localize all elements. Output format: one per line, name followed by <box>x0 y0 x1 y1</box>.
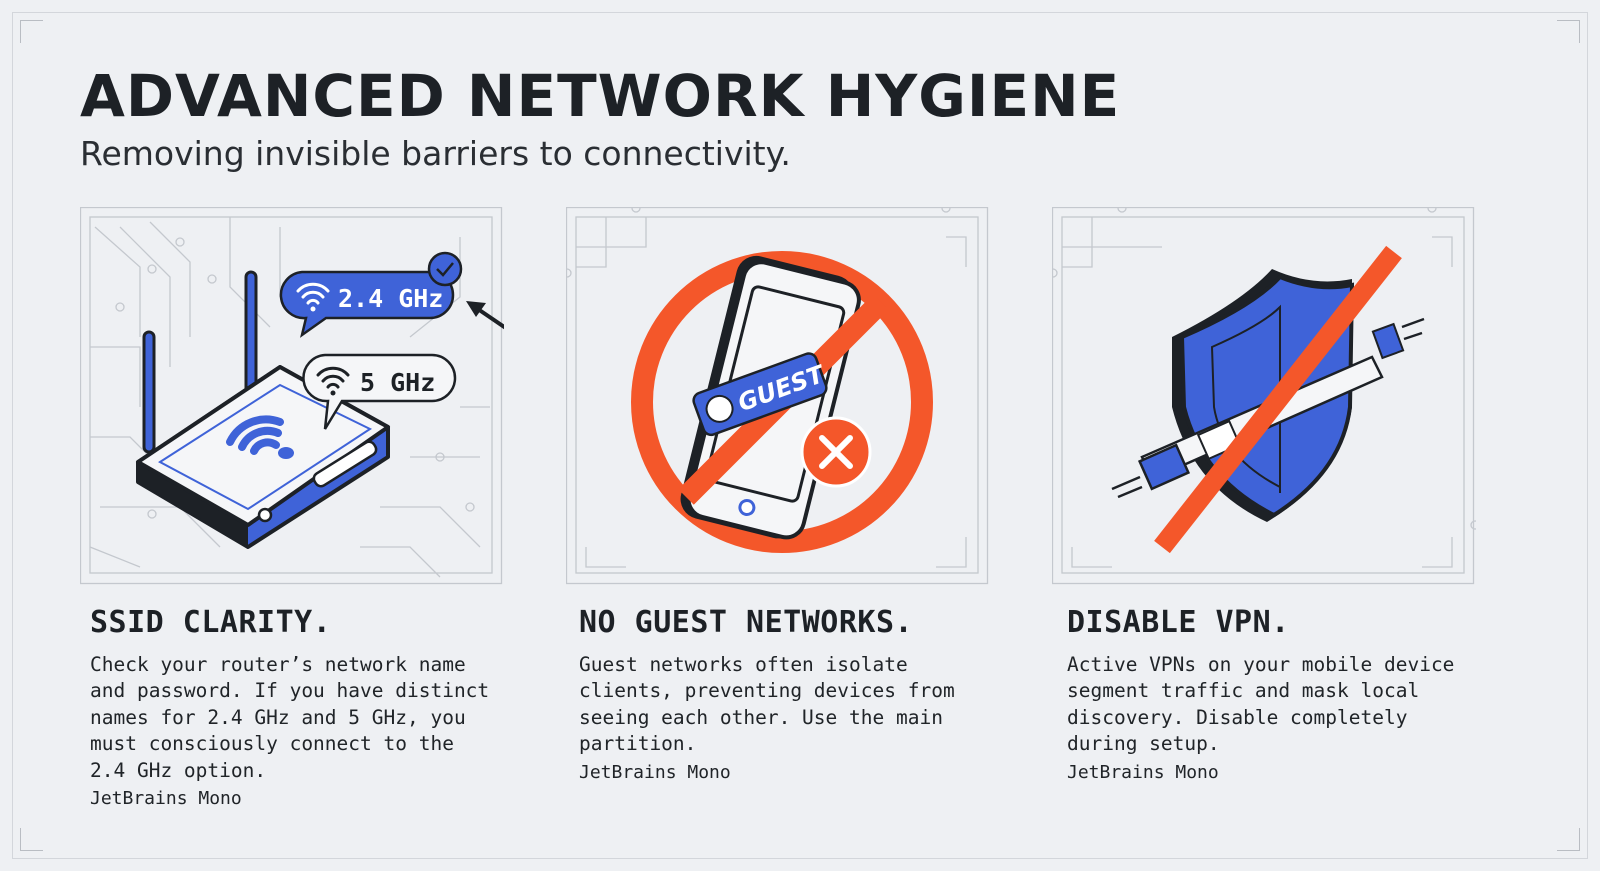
card-disable-vpn: DISABLE VPN. Active VPNs on your mobile … <box>1067 605 1537 783</box>
ssid-illustration: 2.4 GHz 5 GHz <box>80 207 504 587</box>
card-no-guest-networks: NO GUEST NETWORKS. Guest networks often … <box>579 605 1049 783</box>
router-icon <box>136 270 390 549</box>
slide-frame <box>12 12 1588 859</box>
card-body: Active VPNs on your mobile device segmen… <box>1067 653 1455 756</box>
page-subtitle: Removing invisible barriers to connectiv… <box>80 134 791 173</box>
font-label: JetBrains Mono <box>579 761 731 783</box>
badge-secondary-label: 5 GHz <box>360 368 435 397</box>
card-title: SSID CLARITY. <box>90 605 332 640</box>
badge-5ghz: 5 GHz <box>302 353 457 430</box>
corner-mark <box>1557 20 1580 43</box>
card-title: DISABLE VPN. <box>1067 605 1290 640</box>
badge-primary-label: 2.4 GHz <box>338 284 443 313</box>
corner-mark <box>20 828 43 851</box>
user-icon <box>705 394 734 423</box>
wifi-icon <box>296 282 330 305</box>
font-label: JetBrains Mono <box>1067 761 1219 783</box>
badge-2-4ghz: 2.4 GHz <box>279 251 463 338</box>
card-title: NO GUEST NETWORKS. <box>579 605 914 640</box>
corner-mark <box>20 20 43 43</box>
card-body: Guest networks often isolate clients, pr… <box>579 653 955 756</box>
arrow-icon <box>466 301 504 330</box>
guest-illustration: GUEST <box>566 207 990 587</box>
strike-icon <box>1154 245 1402 554</box>
vpn-illustration <box>1052 207 1476 587</box>
font-label: JetBrains Mono <box>90 788 242 810</box>
check-icon <box>427 251 463 287</box>
corner-mark <box>1557 828 1580 851</box>
card-ssid-clarity: SSID CLARITY. Check your router’s networ… <box>90 605 560 809</box>
card-body: Check your router’s network name and pas… <box>90 653 490 782</box>
page-title: ADVANCED NETWORK HYGIENE <box>80 62 1121 130</box>
